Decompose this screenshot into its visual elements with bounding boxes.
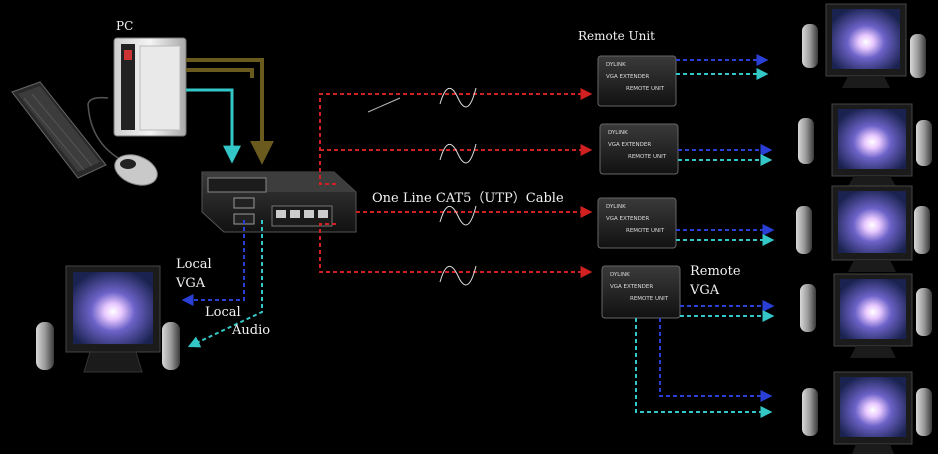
local-audio-label-line1: Local: [205, 305, 241, 320]
local-vga-label-line2: VGA: [176, 276, 206, 291]
local-output-lines: [181, 220, 263, 348]
brand-label-3: DYLINK: [606, 204, 626, 210]
cable-label: One Line CAT5（UTP）Cable: [372, 191, 564, 206]
remote-unit-2: DYLINK VGA EXTENDER REMOTE UNIT: [599, 123, 679, 175]
remote-vga-label-line1: Remote: [690, 264, 741, 279]
brand-label-2: DYLINK: [608, 130, 628, 136]
extender-title-4: VGA EXTENDER: [610, 284, 653, 290]
remote-monitor-2: [798, 103, 932, 186]
remote-monitor-5: [802, 371, 932, 454]
keyboard-icon: [11, 81, 107, 179]
extender-sub-2: REMOTE UNIT: [628, 154, 667, 160]
remote-monitor-1: [802, 3, 926, 88]
extender-sub-4: REMOTE UNIT: [630, 296, 669, 302]
brand-label-4: DYLINK: [610, 272, 630, 278]
pc-tower: [113, 37, 187, 137]
local-unit: [201, 171, 357, 233]
local-speaker-left: [36, 322, 54, 370]
remote-monitor-3: [796, 185, 930, 272]
remote-monitor-4: [800, 273, 932, 358]
remote-unit-3: DYLINK VGA EXTENDER REMOTE UNIT: [597, 197, 677, 249]
local-vga-label-line1: Local: [176, 257, 212, 272]
local-audio-label-line2: Audio: [232, 323, 271, 338]
extender-title-2: VGA EXTENDER: [608, 142, 651, 148]
brand-label-1: DYLINK: [606, 62, 626, 68]
extender-sub-3: REMOTE UNIT: [626, 228, 665, 234]
mouse-icon: [87, 96, 158, 186]
remote-unit-4: DYLINK VGA EXTENDER REMOTE UNIT: [601, 265, 681, 319]
remote-output-lines: [635, 54, 775, 418]
pc-label: PC: [116, 19, 134, 33]
remote-unit-label: Remote Unit: [578, 29, 655, 43]
local-speaker-right: [162, 322, 180, 370]
cat5-lines: [319, 87, 593, 286]
local-monitor: [65, 265, 161, 373]
extender-title-3: VGA EXTENDER: [606, 216, 649, 222]
remote-unit-1: DYLINK VGA EXTENDER REMOTE UNIT: [597, 55, 677, 107]
pc-link-lines: [186, 58, 274, 165]
extender-title-1: VGA EXTENDER: [606, 74, 649, 80]
remote-vga-label-line2: VGA: [690, 283, 720, 298]
extender-sub-1: REMOTE UNIT: [626, 86, 665, 92]
